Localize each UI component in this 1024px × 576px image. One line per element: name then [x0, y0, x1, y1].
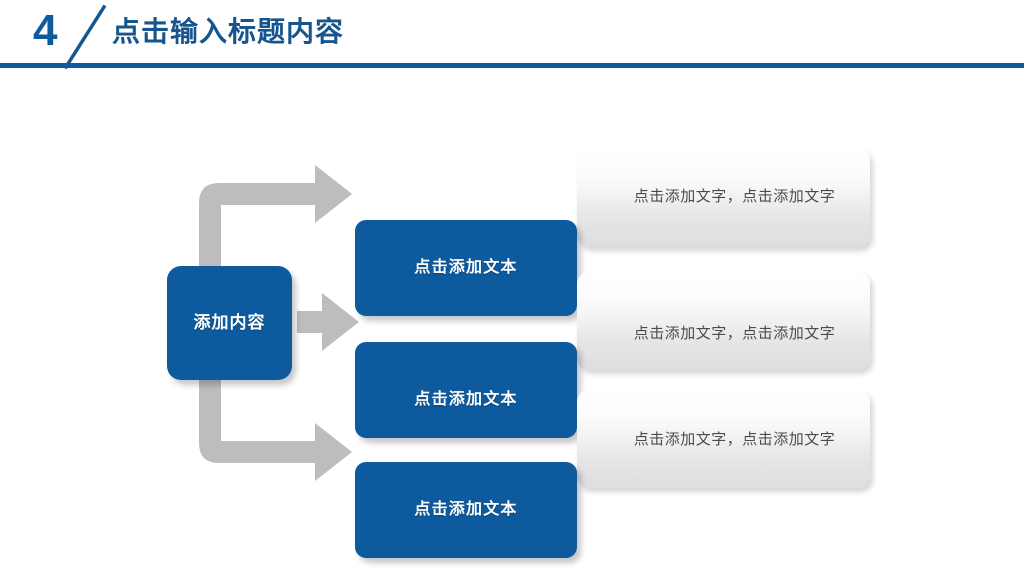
description-panel[interactable]: 点击添加文字，点击添加文字 [577, 272, 870, 370]
content-card-label: 点击添加文本 [414, 259, 518, 277]
hub-label: 添加内容 [193, 312, 266, 332]
diagram-row: 点击添加文字，点击添加文字 点击添加文本 [0, 146, 1024, 316]
header-divider [0, 63, 1024, 68]
diagonal-slash-icon [63, 4, 107, 70]
diagram-row: 点击添加文字，点击添加文字 点击添加文本 [0, 266, 1024, 438]
section-number: 4 [33, 6, 58, 55]
straight-arrow-icon [297, 293, 359, 351]
elbow-down-arrow-icon [199, 366, 352, 481]
content-card[interactable]: 点击添加文本 [355, 220, 577, 316]
content-card-label: 点击添加文本 [414, 501, 518, 519]
description-text: 点击添加文字，点击添加文字 [633, 188, 836, 206]
description-panel[interactable]: 点击添加文字，点击添加文字 [577, 390, 870, 488]
page-title: 点击输入标题内容 [112, 16, 345, 47]
content-card-label: 点击添加文本 [414, 391, 518, 409]
elbow-up-arrow-icon [199, 165, 352, 280]
hub-box[interactable]: 添加内容 [167, 266, 292, 380]
description-text: 点击添加文字，点击添加文字 [633, 431, 836, 449]
slide-header: 4 点击输入标题内容 [0, 0, 1024, 70]
diagram-row: 点击添加文字，点击添加文字 点击添加文本 [0, 386, 1024, 558]
description-text: 点击添加文字，点击添加文字 [633, 325, 836, 343]
diagram-canvas: 添加内容 点击添加文字，点击添加文字 点击添加文本 点击添加文字，点击添加文字 … [0, 70, 1024, 576]
content-card[interactable]: 点击添加文本 [355, 342, 577, 438]
content-card[interactable]: 点击添加文本 [355, 462, 577, 558]
description-panel[interactable]: 点击添加文字，点击添加文字 [577, 149, 870, 247]
connector-arrows-group [199, 165, 359, 481]
